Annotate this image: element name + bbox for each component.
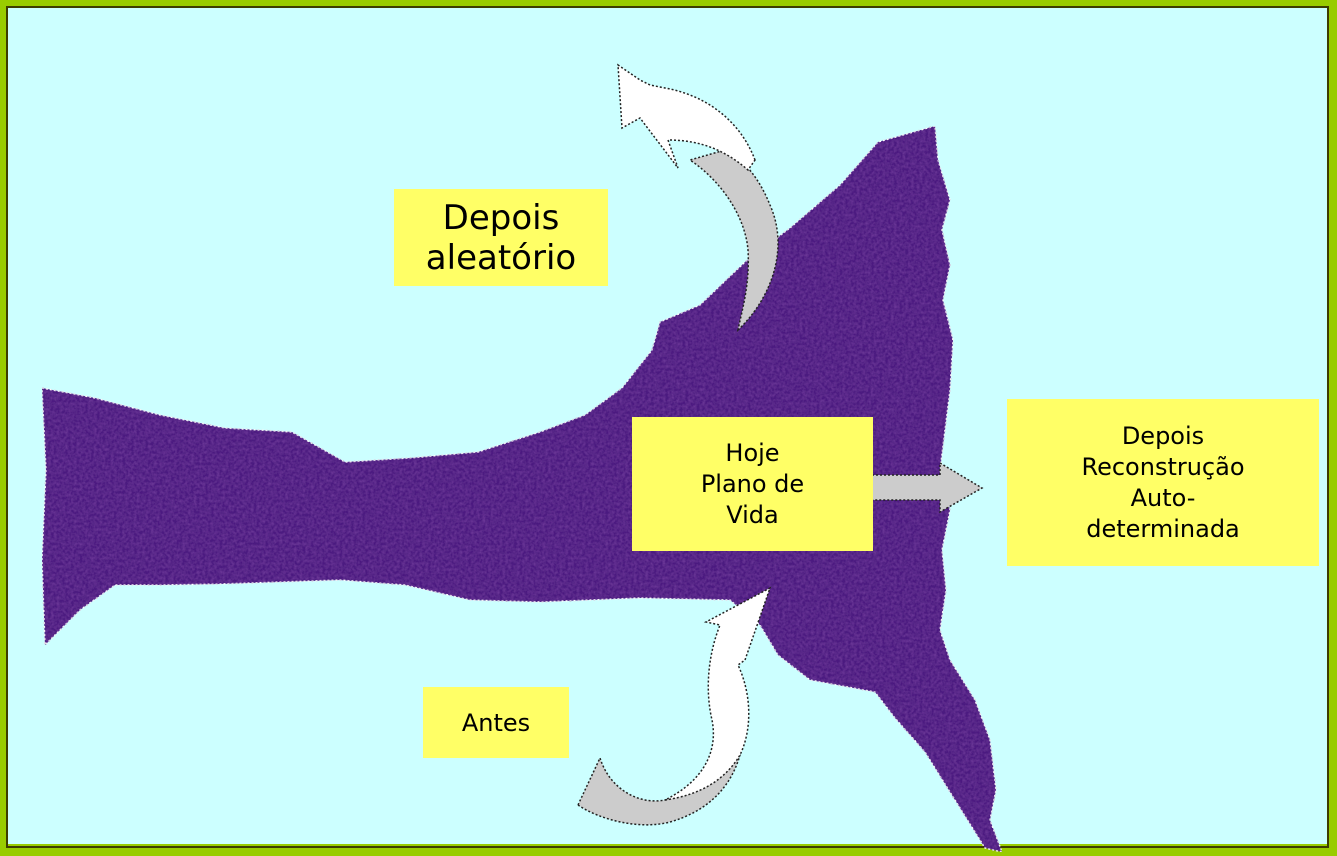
curved-arrow-up-icon xyxy=(577,586,772,826)
label-hoje-plano-de-vida: Hoje Plano de Vida xyxy=(632,417,873,551)
label-depois-aleatorio: Depois aleatório xyxy=(394,189,608,286)
label-depois-reconstrucao: Depois Reconstrução Auto- determinada xyxy=(1007,399,1319,566)
label-antes: Antes xyxy=(423,687,569,758)
purple-shape xyxy=(41,125,1004,854)
curved-arrow-up-left-icon xyxy=(617,63,779,333)
diagram-frame xyxy=(6,6,1329,848)
